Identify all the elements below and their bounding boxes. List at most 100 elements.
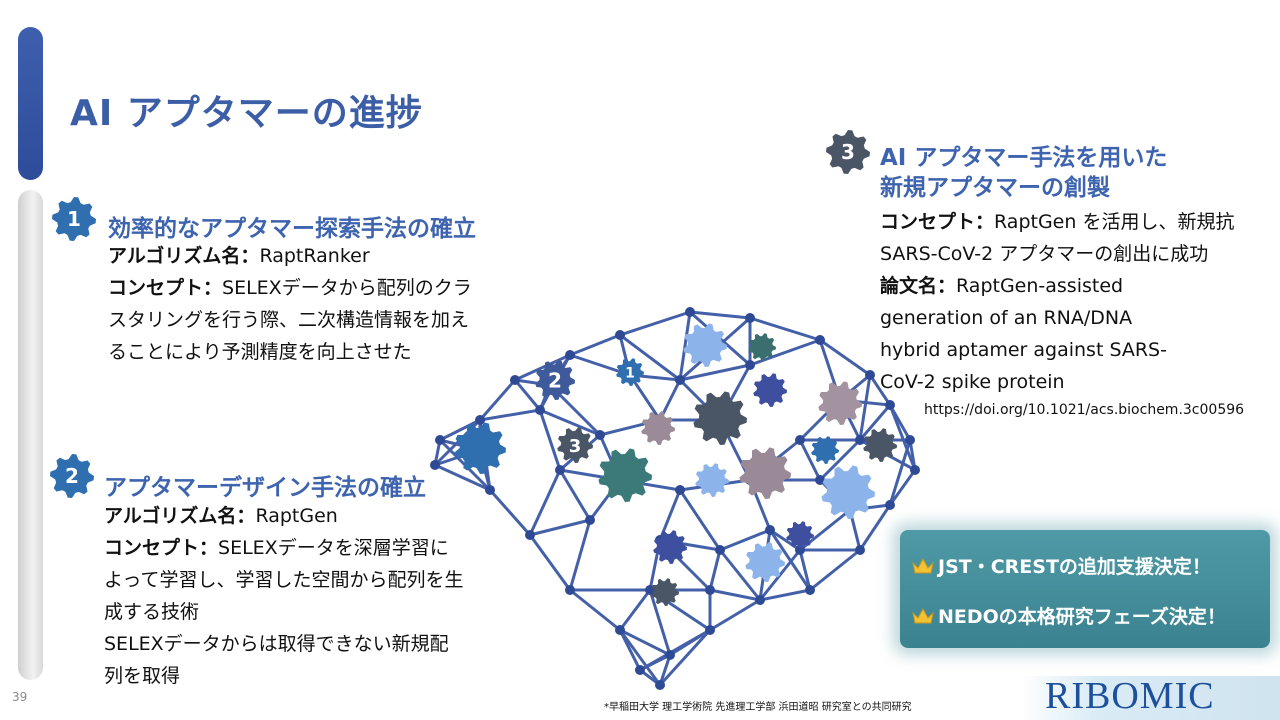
section-3-heading-line: AI アプタマー手法を用いた <box>880 145 1168 171</box>
network-edge <box>689 310 751 320</box>
accent-bar-bottom <box>18 190 43 680</box>
network-node <box>685 307 695 317</box>
brain-gear-icon <box>454 422 506 474</box>
brain-gear-label: 3 <box>569 436 582 457</box>
network-edge <box>648 589 672 656</box>
network-edge <box>709 588 761 602</box>
section-3-heading-line: 新規アプタマーの創製 <box>880 175 1110 201</box>
page-number: 39 <box>12 690 28 704</box>
brain-gear-icon <box>811 436 839 464</box>
gear-shape <box>826 130 870 174</box>
brain-gear-label: 1 <box>625 365 635 381</box>
network-edge <box>679 363 751 382</box>
section-1-heading: 効率的なアプタマー探索手法の確立 <box>108 216 476 242</box>
network-edge <box>709 598 761 632</box>
network-edge <box>809 548 861 592</box>
section-2-line: よって学習し、学習した空間から配列を生 <box>104 569 464 591</box>
page-title: AI アプタマーの進捗 <box>70 93 423 134</box>
network-edge <box>858 404 892 441</box>
network-node <box>635 665 645 675</box>
network-edge <box>658 654 672 686</box>
brain-gear-label: 2 <box>548 369 562 393</box>
network-edge <box>618 589 652 631</box>
network-edge <box>759 588 811 602</box>
section-2-line: 列を取得 <box>104 665 181 687</box>
network-node <box>865 370 875 380</box>
network-node <box>765 525 775 535</box>
network-edge <box>888 404 917 471</box>
network-edge <box>719 528 771 552</box>
network-edge <box>513 379 542 411</box>
section-3-line: hybrid aptamer against SARS- <box>880 339 1167 361</box>
network-edge <box>569 588 621 632</box>
network-edge <box>769 528 801 552</box>
section-3-line: generation of an RNA/DNA <box>880 307 1133 329</box>
network-node <box>885 400 895 410</box>
network-edge <box>749 316 821 342</box>
network-edge <box>678 489 722 551</box>
section-2-body: アルゴリズム名：RaptGen コンセプト：SELEXデータを深層学習に よって… <box>104 500 463 692</box>
network-edge <box>658 628 712 687</box>
network-node <box>755 595 765 605</box>
network-node <box>885 500 895 510</box>
brain-gear-icon <box>651 578 679 606</box>
brain-gear-3-icon: 3 <box>557 427 593 463</box>
network-edge <box>628 374 662 421</box>
network-node <box>675 485 685 495</box>
brain-gear-icon <box>683 323 727 367</box>
brain-gear-icon <box>818 381 862 425</box>
network-edge <box>478 379 517 421</box>
network-node <box>745 313 755 323</box>
network-edge <box>619 628 671 657</box>
network-node <box>430 460 440 470</box>
network-node <box>675 375 685 385</box>
network-node <box>855 435 865 445</box>
network-node <box>525 530 535 540</box>
section-1-line: ることにより予測精度を向上させた <box>108 341 412 363</box>
logo-band <box>1020 676 1280 720</box>
network-edge <box>768 529 812 591</box>
network-edge <box>819 338 871 377</box>
section-3-line: SARS-CoV-2 アプタマーの創出に成功 <box>880 243 1209 265</box>
brain-gear-2-icon: 2 <box>535 360 575 400</box>
network-edge <box>529 518 591 537</box>
section-3-line: CoV-2 spike protein <box>880 371 1065 393</box>
gear-badge-2-icon: 2 <box>50 454 94 498</box>
network-edge <box>798 439 822 481</box>
brain-gear-1-icon: 1 <box>616 358 644 386</box>
network-edge <box>708 549 722 591</box>
gear-badge-1-icon: 1 <box>52 197 96 241</box>
badge-number-2: 2 <box>65 464 79 488</box>
brain-gear-icon <box>745 542 785 582</box>
network-edge <box>539 408 601 437</box>
network-node <box>815 335 825 345</box>
network-node <box>655 680 665 690</box>
network-edge <box>479 408 541 422</box>
network-edge <box>639 628 711 672</box>
network-node <box>815 475 825 485</box>
network-edge <box>868 374 892 406</box>
network-edge <box>798 549 812 591</box>
network-edge <box>618 629 662 686</box>
network-edge <box>678 311 692 381</box>
crown-icon <box>912 557 934 574</box>
network-node <box>745 360 755 370</box>
network-edge <box>569 333 621 357</box>
network-edge <box>618 629 642 671</box>
section-1-body: アルゴリズム名：RaptRanker コンセプト：SELEXデータから配列のクラ… <box>108 240 472 368</box>
section-1-line: アルゴリズム名：RaptRanker <box>108 245 370 267</box>
network-edge <box>619 310 691 337</box>
network-edge <box>858 374 872 441</box>
network-edge <box>439 418 481 442</box>
badge-number-1: 1 <box>67 207 81 231</box>
doi-link[interactable]: https://doi.org/10.1021/acs.biochem.3c00… <box>924 402 1245 418</box>
section-3-line: コンセプト：RaptGen を活用し、新規抗 <box>880 211 1235 233</box>
crown-icon <box>912 607 934 624</box>
network-node <box>435 435 445 445</box>
network-edge <box>528 534 572 591</box>
network-node <box>910 465 920 475</box>
footnote: *早稲田大学 理工学術院 先進理工学部 浜田道昭 研究室との共同研究 <box>604 702 912 713</box>
network-edge <box>538 409 562 471</box>
network-node <box>565 585 575 595</box>
section-2-line: コンセプト：SELEXデータを深層学習に <box>104 537 449 559</box>
